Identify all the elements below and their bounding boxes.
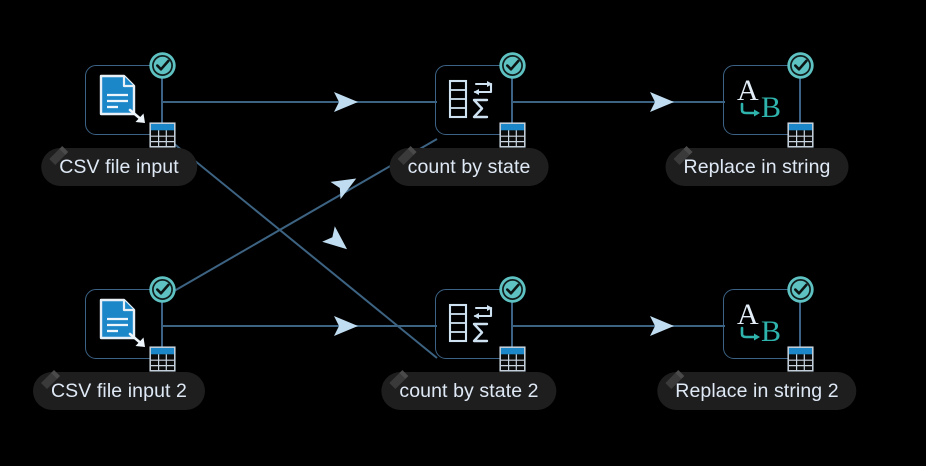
node-label-pill[interactable]: CSV file input [41, 146, 197, 186]
node-replace-in-string-2[interactable]: A B [723, 276, 814, 372]
svg-text:B: B [761, 315, 781, 348]
node-label-pill[interactable]: CSV file input 2 [32, 370, 206, 410]
node-count-by-state[interactable] [435, 52, 526, 148]
group-by-sigma-icon [443, 72, 501, 128]
node-label-text: Replace in string 2 [675, 380, 839, 402]
check-circle-icon[interactable] [786, 51, 815, 80]
node-label-text: CSV file input [59, 156, 179, 178]
table-port-icon[interactable] [149, 122, 176, 148]
edge-csv2-to-count2-arrowhead [334, 316, 358, 336]
node-port-stem [799, 298, 801, 356]
node-label-pill[interactable]: Replace in string [665, 146, 849, 186]
node-label-pill[interactable]: count by state [389, 146, 549, 186]
node-port-stem [161, 74, 163, 132]
csv-file-icon [93, 72, 151, 128]
node-count-by-state-2[interactable] [435, 276, 526, 372]
node-label-text: count by state [407, 156, 531, 178]
check-circle-icon[interactable] [786, 275, 815, 304]
edge-csv2-to-count1-arrowhead [330, 178, 357, 200]
node-label-text: Replace in string [683, 156, 831, 178]
table-port-icon[interactable] [787, 346, 814, 372]
table-port-icon[interactable] [787, 122, 814, 148]
check-circle-icon[interactable] [498, 51, 527, 80]
edge-csv1-to-count1-arrowhead [334, 92, 358, 112]
node-csv-file-input[interactable] [85, 52, 176, 148]
svg-text:B: B [761, 91, 781, 124]
node-csv-file-input-2[interactable] [85, 276, 176, 372]
table-port-icon[interactable] [499, 122, 526, 148]
node-label-text: CSV file input 2 [50, 380, 188, 402]
node-label-text: count by state 2 [399, 380, 539, 402]
node-port-stem [511, 74, 513, 132]
node-replace-in-string[interactable]: A B [723, 52, 814, 148]
svg-text:A: A [737, 298, 759, 331]
string-replace-a-to-b-icon: A B [731, 72, 789, 128]
table-port-icon[interactable] [499, 346, 526, 372]
svg-text:A: A [737, 74, 759, 107]
table-port-icon[interactable] [149, 346, 176, 372]
node-port-stem [799, 74, 801, 132]
check-circle-icon[interactable] [148, 51, 177, 80]
node-port-stem [511, 298, 513, 356]
csv-file-icon [93, 296, 151, 352]
node-port-stem [161, 298, 163, 356]
edge-count2-to-replace2-arrowhead [650, 316, 674, 336]
node-label-pill[interactable]: Replace in string 2 [657, 370, 857, 410]
check-circle-icon[interactable] [148, 275, 177, 304]
edge-count1-to-replace1-arrowhead [650, 92, 674, 112]
check-circle-icon[interactable] [498, 275, 527, 304]
edge-csv1-to-count2-arrowhead [322, 226, 348, 250]
node-label-pill[interactable]: count by state 2 [381, 370, 557, 410]
string-replace-a-to-b-icon: A B [731, 296, 789, 352]
group-by-sigma-icon [443, 296, 501, 352]
